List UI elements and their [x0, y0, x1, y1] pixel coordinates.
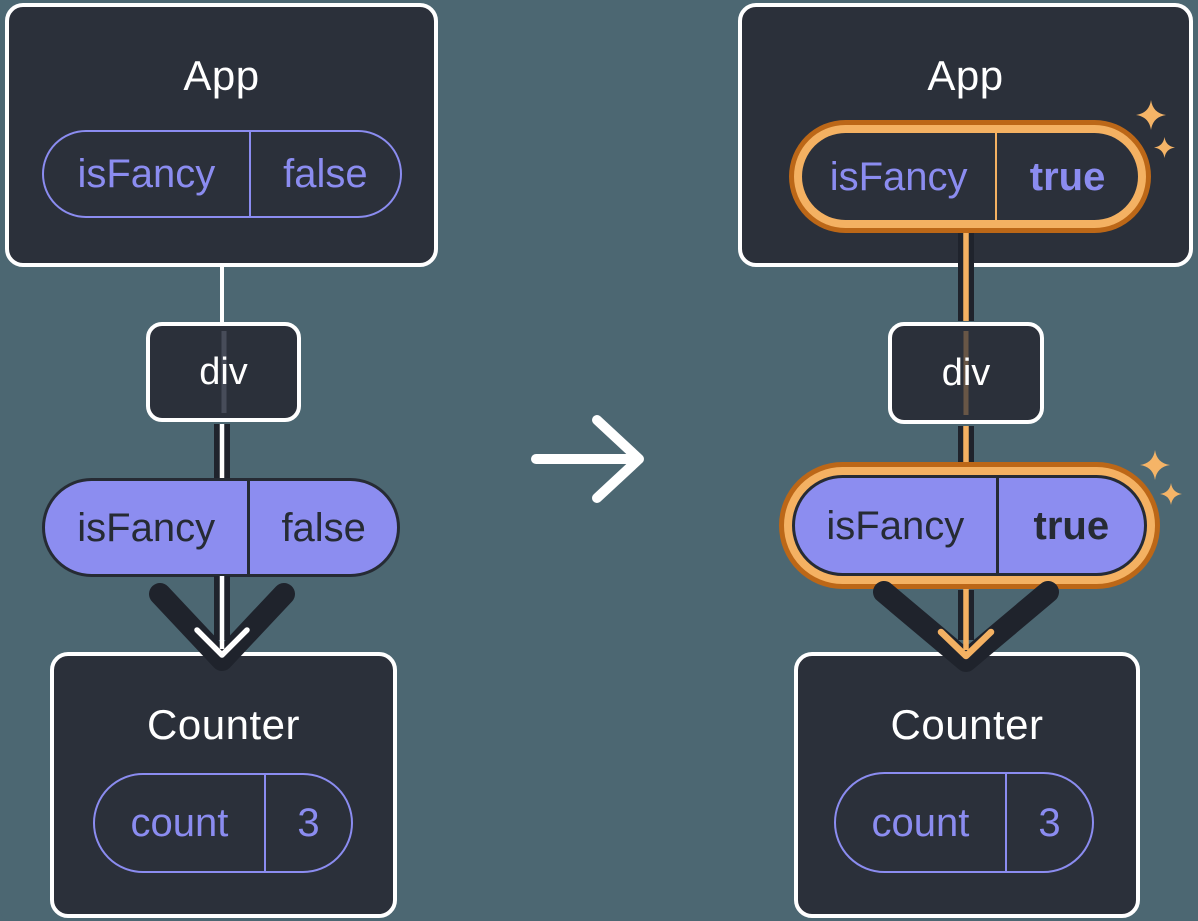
- state-name: count: [871, 800, 970, 845]
- state-value: 3: [1038, 800, 1061, 845]
- before-div-box: div: [146, 322, 301, 422]
- state-value-cell: true: [997, 133, 1138, 220]
- before-counter-title: Counter: [147, 701, 300, 748]
- state-value-cell: 3: [1007, 774, 1092, 871]
- state-value-cell: 3: [266, 775, 351, 871]
- before-div-passthrough-line: [221, 331, 226, 413]
- state-value: 3: [297, 801, 320, 845]
- after-app-title: App: [927, 52, 1004, 99]
- after-div-passthrough-line: [963, 331, 969, 415]
- state-name-cell: count: [836, 774, 1007, 871]
- prop-value: true: [1033, 503, 1110, 548]
- state-name-cell: isFancy: [44, 132, 251, 216]
- before-div-label: div: [199, 351, 248, 393]
- after-counter-state-pill: count 3: [834, 772, 1094, 873]
- after-counter-title: Counter: [890, 701, 1044, 748]
- state-name: count: [130, 801, 229, 845]
- prop-name-cell: isFancy: [45, 481, 251, 574]
- state-name: isFancy: [77, 152, 216, 196]
- before-app-state-pill: isFancy false: [42, 130, 402, 218]
- prop-value: false: [281, 505, 366, 550]
- state-value: false: [283, 152, 368, 196]
- prop-name: isFancy: [77, 505, 216, 550]
- prop-name: isFancy: [826, 503, 965, 548]
- prop-value-cell: true: [999, 478, 1144, 573]
- sparkle-icon: [1136, 100, 1166, 130]
- after-div-box: div: [888, 322, 1044, 424]
- after-div-label: div: [941, 352, 991, 394]
- before-counter-state-pill: count 3: [93, 773, 353, 873]
- after-app-state-pill-highlighted: isFancy true: [802, 133, 1138, 220]
- before-app-title: App: [183, 52, 260, 99]
- state-name-cell: count: [95, 775, 266, 871]
- sparkle-icon: [1160, 483, 1182, 505]
- before-passed-prop-pill: isFancy false: [42, 478, 400, 577]
- state-value: true: [1029, 154, 1106, 199]
- state-value-cell: false: [251, 132, 400, 216]
- sparkle-icon: [1140, 450, 1170, 480]
- sparkle-icon: [1154, 137, 1175, 158]
- after-passed-prop-pill-highlighted: isFancy true: [792, 475, 1147, 576]
- prop-name-cell: isFancy: [795, 478, 999, 573]
- state-name: isFancy: [829, 154, 968, 199]
- state-name-cell: isFancy: [802, 133, 998, 220]
- prop-value-cell: false: [250, 481, 397, 574]
